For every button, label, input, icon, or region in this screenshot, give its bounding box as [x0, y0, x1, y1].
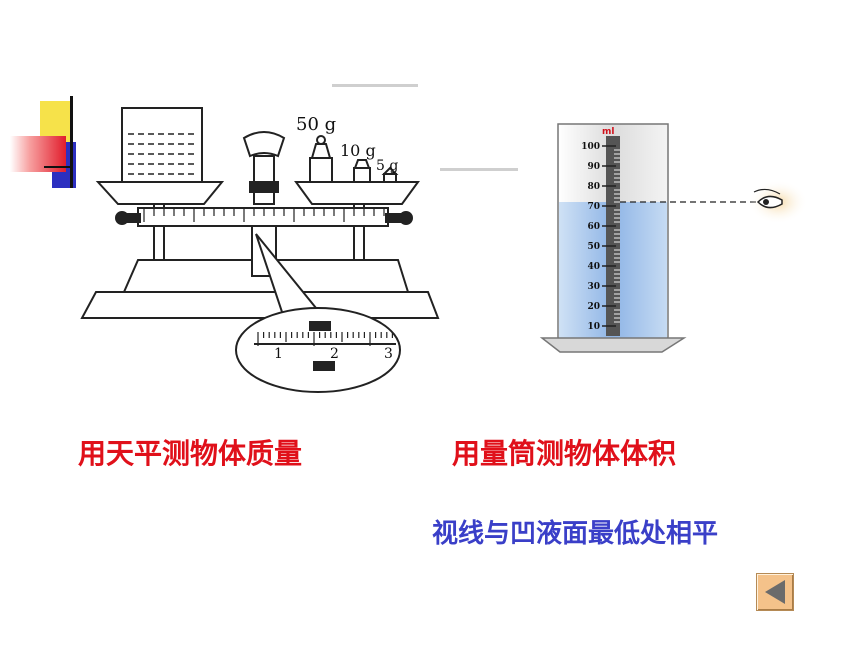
beam-ruler	[137, 207, 389, 227]
cylinder-foot	[539, 337, 687, 353]
balance-illustration: 50 g 10 g 5 g 1 2 3	[80, 107, 440, 393]
right-pan	[294, 181, 420, 205]
cylinder-tick-label: 80	[587, 182, 600, 192]
weight-50g	[309, 157, 333, 183]
middle-divider-line	[440, 168, 518, 171]
cylinder-tick-label: 30	[587, 282, 600, 292]
weight-5g	[383, 173, 397, 183]
cylinder-tick-label: 10	[587, 322, 600, 332]
weight-label-10g: 10 g	[340, 141, 376, 160]
eye-icon	[748, 180, 808, 224]
caption-cylinder: 用量筒测物体体积	[452, 437, 677, 470]
cylinder-tick-label: 100	[581, 142, 600, 152]
pointer-dial	[242, 131, 286, 158]
cylinder-tick-label: 90	[587, 162, 600, 172]
corner-horizontal-line	[44, 166, 70, 168]
weight-label-5g: 5 g	[376, 158, 398, 174]
weight-label-50g: 50 g	[296, 114, 336, 135]
caption-balance: 用天平测物体质量	[78, 437, 303, 470]
weight-10g	[353, 167, 371, 183]
cylinder-tick-label: 40	[587, 262, 600, 272]
caption-reading-rule: 视线与凹液面最低处相平	[432, 519, 719, 549]
scale-number-3: 3	[384, 346, 393, 362]
triangle-left-icon	[765, 580, 785, 604]
unit-label: ml	[602, 127, 614, 137]
scale-number-2: 2	[330, 346, 339, 362]
beaker	[121, 107, 203, 183]
cylinder-tick-label: 70	[587, 202, 600, 212]
scale-number-1: 1	[274, 346, 283, 362]
corner-vertical-line	[70, 96, 73, 188]
cylinder-tick-label: 50	[587, 242, 600, 252]
cylinder-tick-label: 60	[587, 222, 600, 232]
scale-zoom-ellipse	[235, 307, 401, 393]
left-pan	[95, 181, 225, 205]
cylinder-illustration: 100 90 80 70 60 50 40 30 20 10 ml	[539, 123, 808, 353]
beaker-water	[128, 133, 196, 175]
cylinder-tick-label: 20	[587, 302, 600, 312]
top-divider-line	[332, 84, 418, 87]
back-button[interactable]	[756, 573, 794, 611]
